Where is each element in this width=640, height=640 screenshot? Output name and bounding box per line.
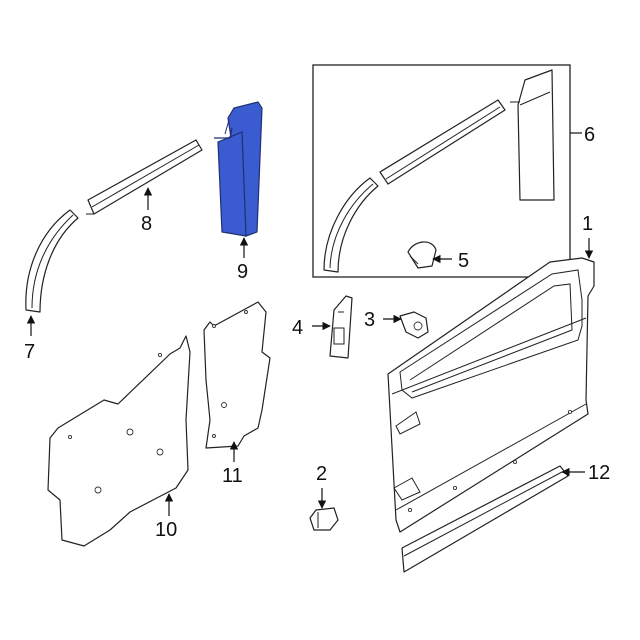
part-10-panel[interactable] <box>47 335 191 547</box>
callout-11: 11 <box>222 465 243 487</box>
callout-labels: 1 2 3 4 5 6 7 8 9 10 11 12 <box>24 124 610 541</box>
callout-6: 6 <box>584 124 595 146</box>
leader-lines <box>26 132 594 516</box>
part-9-pillar-trim[interactable] <box>214 101 263 237</box>
callout-12: 12 <box>588 462 610 484</box>
part-1-door-panel[interactable] <box>387 257 595 533</box>
callout-9: 9 <box>237 261 248 283</box>
callout-7: 7 <box>24 341 35 363</box>
part-5-cap[interactable] <box>407 241 437 269</box>
callout-8: 8 <box>141 213 152 235</box>
part-11-panel[interactable] <box>203 301 271 449</box>
part-4-bracket[interactable] <box>329 295 353 359</box>
inset-box <box>312 64 571 278</box>
callout-5: 5 <box>458 250 469 272</box>
callout-4: 4 <box>292 317 303 339</box>
callout-1: 1 <box>582 213 593 235</box>
pillar-front-face <box>217 131 247 237</box>
part-2-clip[interactable] <box>309 507 339 531</box>
part-8-strip[interactable] <box>86 139 203 215</box>
part-7-arc-molding[interactable] <box>25 209 79 313</box>
callout-2: 2 <box>316 463 327 485</box>
callout-10: 10 <box>155 519 177 541</box>
part-3-hook[interactable] <box>399 311 429 339</box>
callout-3: 3 <box>364 309 375 331</box>
